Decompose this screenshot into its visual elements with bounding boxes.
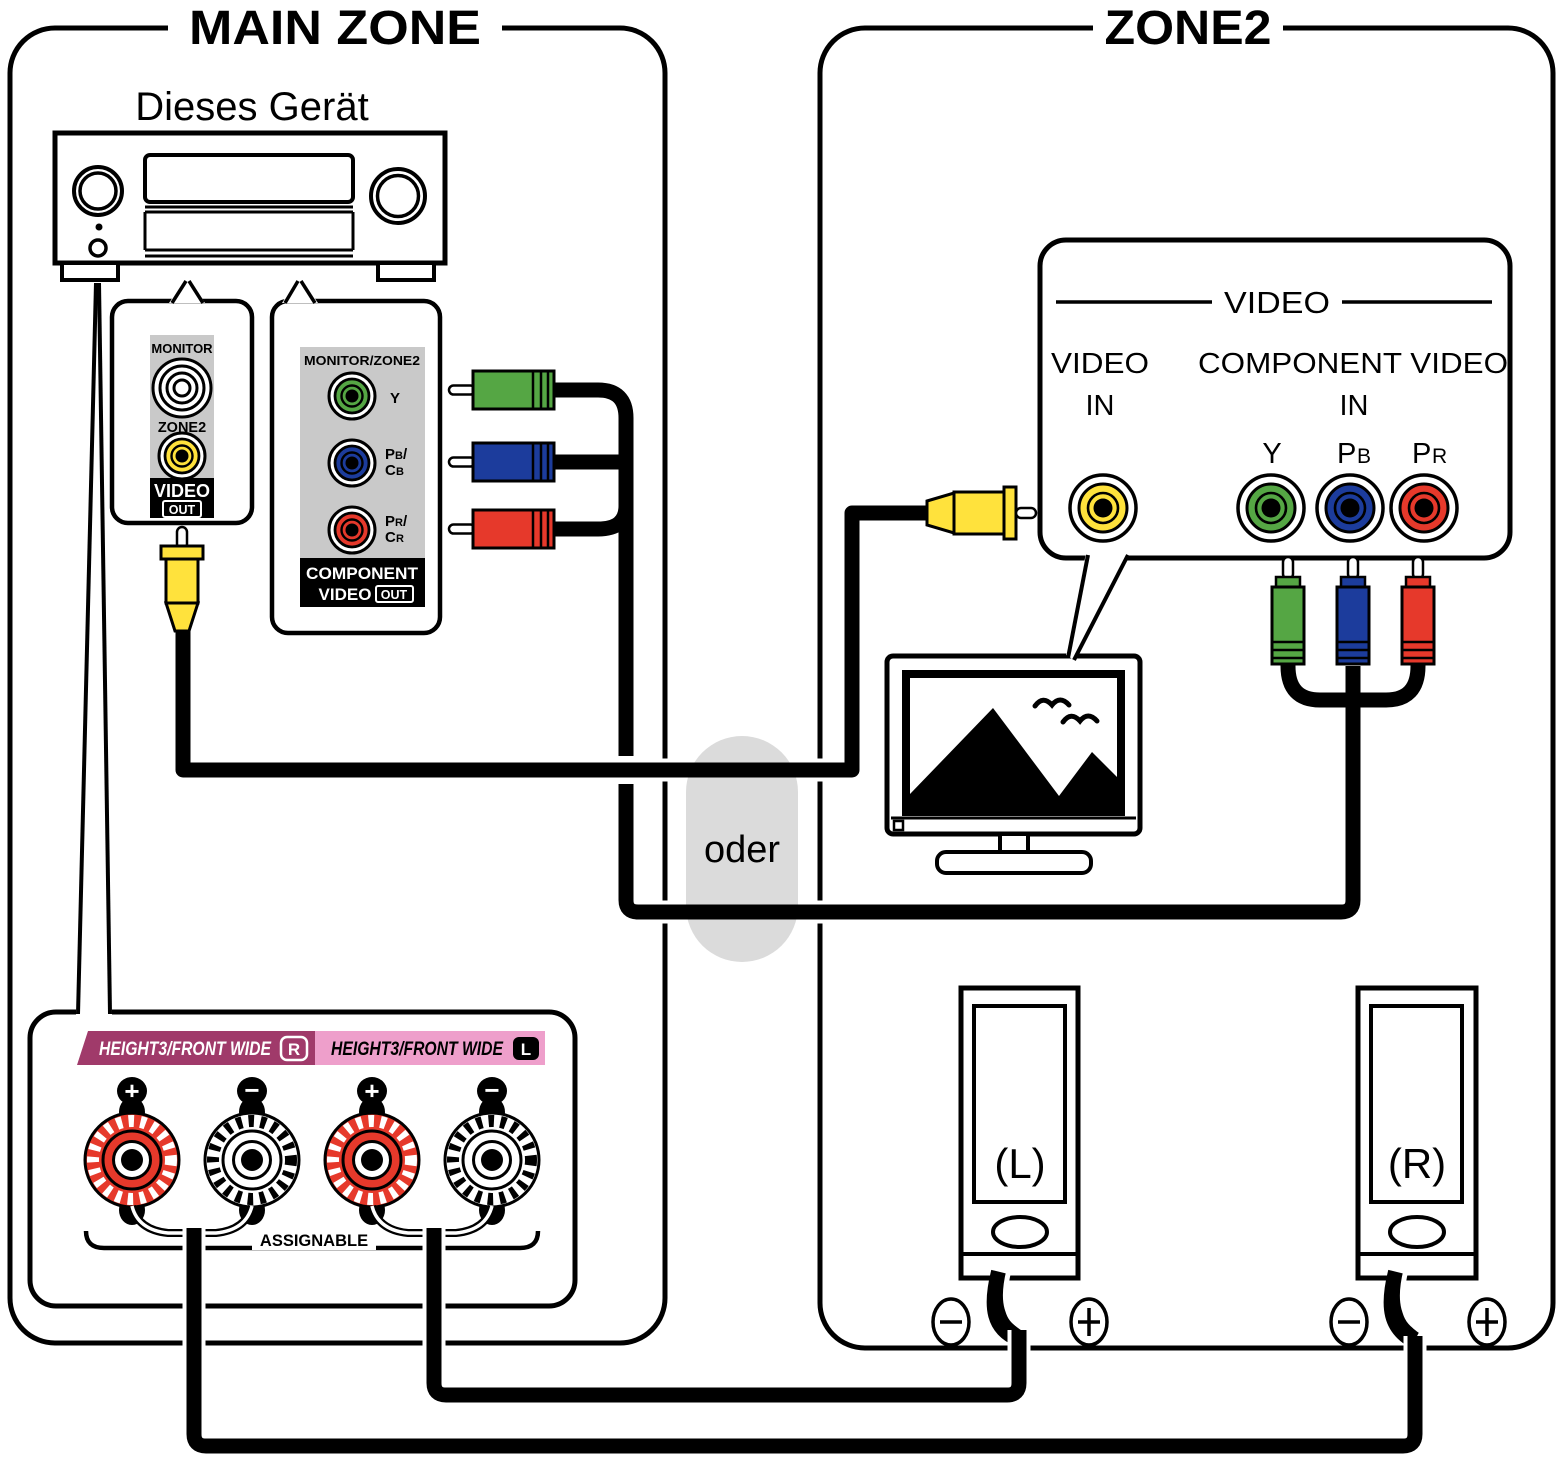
assignable-label: ASSIGNABLE: [260, 1232, 368, 1250]
svg-text:P: P: [1412, 438, 1431, 470]
video-out-text: VIDEO: [154, 481, 210, 501]
out-badge: OUT: [169, 503, 196, 517]
minus-terminal-icon: [931, 1297, 971, 1347]
height3-front-wide-l-label-strip: [315, 1031, 545, 1065]
callout-tails: [76, 280, 1130, 1015]
rca-plug-pb-out-icon: [447, 441, 556, 483]
zone2-jack-label: ZONE2: [158, 420, 206, 436]
speaker-terminal-panel: HEIGHT3/FRONT WIDE R HEIGHT3/FRONT WIDE …: [27, 1009, 578, 1309]
rca-plug-video-in-icon: [925, 485, 1038, 541]
svg-text:/: /: [403, 446, 408, 463]
svg-text:B: B: [1357, 445, 1371, 468]
y-out-label: Y: [390, 390, 400, 407]
svg-text:B: B: [395, 450, 403, 462]
component-video-in-sub: IN: [1340, 390, 1369, 422]
svg-text:P: P: [385, 446, 395, 463]
pb-in-label: P B: [1337, 438, 1371, 470]
monitor-jack-icon: [151, 357, 213, 419]
pr-out-label: P R / C R: [385, 513, 408, 546]
zone2-box: [817, 4, 1556, 1351]
tv-icon: [884, 653, 1143, 875]
video-out-jack-icon: [157, 431, 207, 481]
speaker-right: (R): [1329, 985, 1507, 1348]
rca-plug-video-out-icon: [159, 525, 205, 633]
component-video-in-title: COMPONENT VIDEO: [1198, 348, 1508, 380]
main-zone-box: [7, 4, 668, 1346]
speaker-cable-left: [426, 1228, 1027, 1403]
component-in-jack-y-icon: [1236, 473, 1306, 543]
svg-text:B: B: [396, 466, 404, 478]
component-out-panel: MONITOR/ZONE2 Y P B / C B P: [269, 298, 443, 636]
device-label: Dieses Gerät: [135, 85, 368, 129]
svg-text:R: R: [1432, 445, 1447, 468]
height3-front-wide-l-text: HEIGHT3/FRONT WIDE: [331, 1039, 504, 1060]
component-video-text: VIDEO: [319, 585, 372, 604]
video-in-jack-icon: [1068, 473, 1138, 543]
av-receiver-icon: [52, 130, 448, 282]
svg-text:P: P: [385, 513, 395, 530]
zone2-video-header: VIDEO: [1224, 285, 1330, 320]
svg-text:P: P: [1337, 438, 1356, 470]
component-out-header: MONITOR/ZONE2: [304, 353, 420, 368]
zone2-title: ZONE2: [1105, 2, 1272, 55]
svg-text:C: C: [385, 462, 396, 479]
zone2-video-panel: VIDEO VIDEO IN COMPONENT VIDEO IN Y P B …: [1037, 237, 1513, 561]
rca-plug-y-out-icon: [447, 369, 556, 411]
minus-terminal-icon: [1329, 1297, 1369, 1347]
svg-text:−: −: [484, 1075, 499, 1105]
polarity-marks: + − + −: [117, 1075, 507, 1106]
rca-plug-pb-in-icon: [1335, 555, 1371, 666]
svg-text:−: −: [244, 1075, 259, 1105]
binding-post-l-plus-icon: [323, 1097, 421, 1225]
post-wires: [128, 1204, 496, 1237]
binding-post-r-minus-icon: [203, 1097, 301, 1225]
rca-plug-y-in-icon: [1270, 555, 1306, 666]
speaker-cable-right: [186, 1228, 1423, 1454]
monitor-label: MONITOR: [151, 341, 213, 356]
height3-front-wide-r-text: HEIGHT3/FRONT WIDE: [99, 1039, 272, 1060]
pb-out-label: P B / C B: [385, 446, 408, 479]
speaker-right-label: (R): [1388, 1140, 1446, 1187]
r-badge: R: [288, 1040, 300, 1059]
speaker-left-label: (L): [994, 1140, 1045, 1187]
rca-plug-pr-out-icon: [447, 508, 556, 550]
composite-video-cable: [175, 505, 930, 778]
component-jack-pb-icon: [327, 438, 377, 488]
svg-text:C: C: [385, 529, 396, 546]
l-badge: L: [521, 1040, 531, 1059]
component-video-cable: [554, 382, 1426, 920]
component-in-jack-pr-icon: [1389, 473, 1459, 543]
plus-terminal-icon: [1069, 1297, 1109, 1347]
video-out-panel: MONITOR ZONE2 VIDEO OUT: [109, 298, 255, 526]
component-jack-pr-icon: [327, 505, 377, 555]
svg-text:R: R: [395, 517, 403, 529]
component-out-badge: OUT: [381, 588, 408, 602]
y-in-label: Y: [1262, 438, 1281, 470]
svg-text:/: /: [403, 513, 408, 530]
height3-front-wide-r-label-strip: [77, 1031, 315, 1065]
binding-post-l-minus-icon: [443, 1097, 541, 1225]
speaker-left: (L): [931, 985, 1109, 1347]
plus-terminal-icon: [1467, 1297, 1507, 1347]
component-jack-y-icon: [327, 371, 377, 421]
main-zone-title: MAIN ZONE: [189, 2, 481, 55]
video-in-sub: IN: [1086, 390, 1115, 422]
rca-plug-pr-in-icon: [1400, 555, 1436, 666]
pr-in-label: P R: [1412, 438, 1447, 470]
svg-text:R: R: [396, 533, 404, 545]
or-label: oder: [704, 829, 780, 871]
component-in-jack-pb-icon: [1315, 473, 1385, 543]
video-in-title: VIDEO: [1051, 348, 1149, 380]
component-text: COMPONENT: [306, 564, 419, 583]
